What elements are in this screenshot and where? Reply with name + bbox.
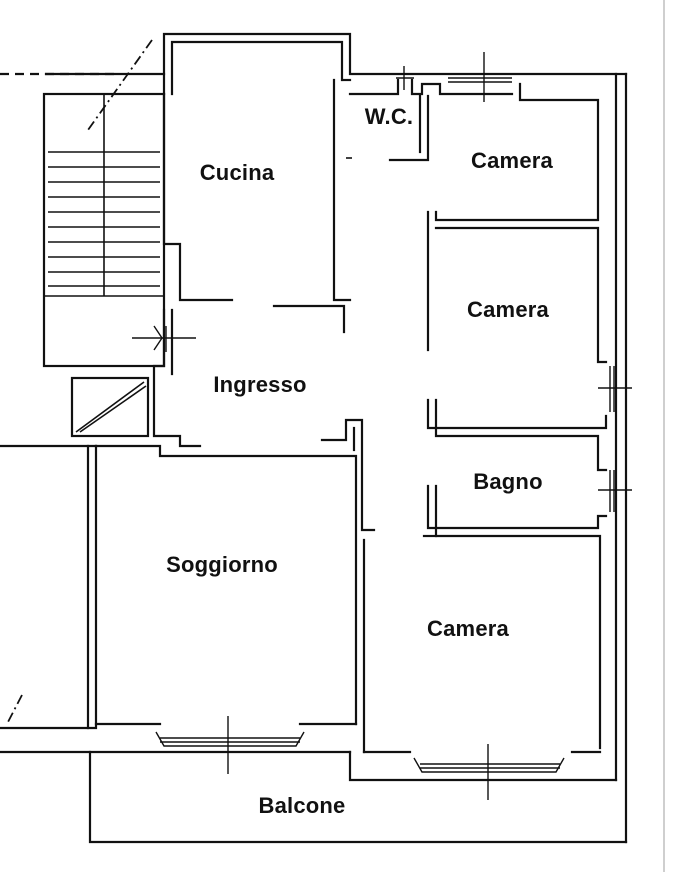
room-label-balcony: Balcone [258, 793, 346, 818]
boundary-dashdot-line-left [7, 694, 23, 723]
staircase [42, 92, 166, 368]
room-label-bathroom: Bagno [473, 469, 543, 494]
window-bathroom [598, 470, 632, 512]
service-shaft [70, 376, 150, 438]
boundary-dashdot-line [87, 39, 153, 131]
room-label-bedroom-top: Camera [471, 148, 553, 173]
room-label-bedroom-bottom: Camera [427, 616, 509, 641]
window-middle-bedroom [598, 366, 632, 412]
room-label-wc: W.C. [364, 104, 414, 129]
entrance-door-icon [132, 325, 196, 352]
room-label-living-room: Soggiorno [166, 552, 278, 577]
interior-walls [94, 78, 608, 754]
window-living-room [155, 716, 305, 774]
room-label-kitchen: Cucina [199, 160, 275, 185]
outer-walls [0, 32, 628, 844]
window-bottom-bedroom [413, 744, 565, 800]
window-wc [396, 66, 414, 90]
room-label-entrance: Ingresso [213, 372, 307, 397]
window-top-bedroom [448, 52, 512, 102]
room-label-bedroom-middle: Camera [467, 297, 549, 322]
